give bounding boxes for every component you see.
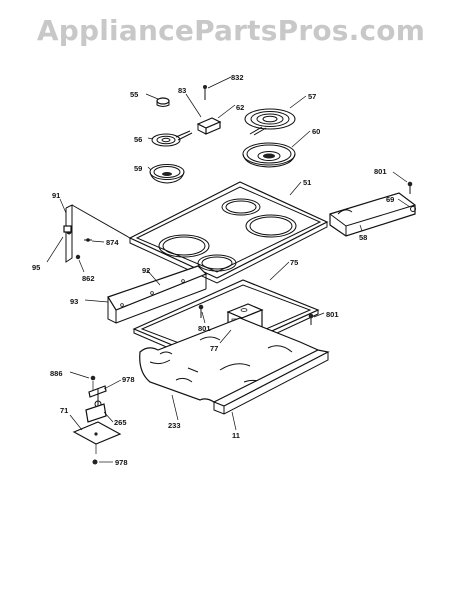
label-11: 11 <box>232 431 240 440</box>
label-801-center: 801 <box>198 324 211 333</box>
trim-strip-58[interactable] <box>329 192 416 237</box>
label-95: 95 <box>32 263 40 272</box>
screw-801-lower-right[interactable] <box>308 313 314 325</box>
label-801-right: 801 <box>374 167 387 176</box>
drip-pan-60[interactable] <box>242 142 296 168</box>
label-862: 862 <box>82 274 95 283</box>
side-bracket-91[interactable] <box>63 204 131 263</box>
screw-801-right[interactable] <box>407 181 413 194</box>
label-75: 75 <box>290 258 298 267</box>
drip-pan-59[interactable] <box>149 164 185 184</box>
watermark-logo: AppliancePartsPros.com <box>36 14 426 47</box>
label-92: 92 <box>142 266 150 275</box>
label-832: 832 <box>231 73 244 82</box>
label-59: 59 <box>134 164 142 173</box>
cooktop-51[interactable] <box>128 181 329 284</box>
label-874: 874 <box>106 238 119 247</box>
clip-862[interactable] <box>75 254 81 260</box>
label-71: 71 <box>60 406 68 415</box>
screw-978-lower[interactable] <box>92 444 98 465</box>
front-panel-93[interactable] <box>107 265 208 324</box>
label-60: 60 <box>312 127 320 136</box>
label-51: 51 <box>303 178 311 187</box>
label-886: 886 <box>50 369 63 378</box>
screw-832[interactable] <box>203 85 207 100</box>
label-91: 91 <box>52 191 60 200</box>
clip-69[interactable] <box>410 206 416 212</box>
label-801-lower-right: 801 <box>326 310 339 319</box>
label-62: 62 <box>236 103 244 112</box>
label-233: 233 <box>168 421 181 430</box>
screw-801-center[interactable] <box>198 304 204 318</box>
leveling-plate-71[interactable] <box>72 421 122 445</box>
label-55: 55 <box>130 90 138 99</box>
part-labels: 55 83 832 62 57 56 60 59 51 801 69 91 87… <box>32 73 394 467</box>
label-57: 57 <box>308 92 316 101</box>
label-93: 93 <box>70 297 78 306</box>
label-56: 56 <box>134 135 142 144</box>
label-69: 69 <box>386 195 394 204</box>
label-978-lower: 978 <box>115 458 128 467</box>
label-83: 83 <box>178 86 186 95</box>
label-58: 58 <box>359 233 367 242</box>
label-265: 265 <box>114 418 127 427</box>
terminal-block-62[interactable] <box>196 117 222 135</box>
surface-element-57[interactable] <box>244 108 296 136</box>
screw-874[interactable] <box>84 238 92 242</box>
leader-lines <box>46 76 411 463</box>
label-77: 77 <box>210 344 218 353</box>
label-978-upper: 978 <box>122 375 135 384</box>
tray-11[interactable] <box>212 349 330 415</box>
knob-55[interactable] <box>156 97 170 107</box>
surface-element-56[interactable] <box>151 130 193 147</box>
